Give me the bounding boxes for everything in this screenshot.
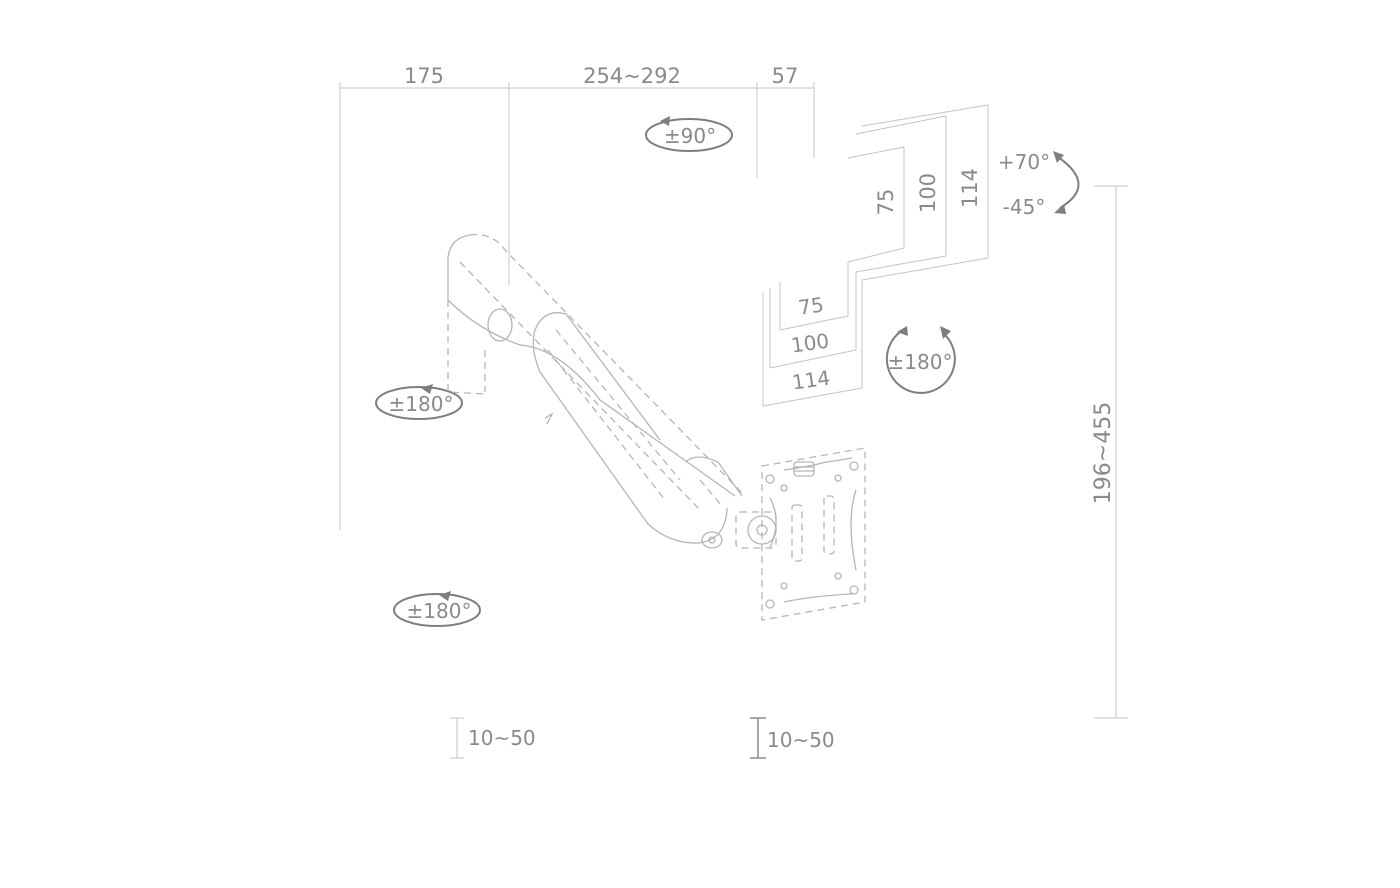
clamp-thickness-left-dimension [450,717,464,759]
tilt-down-label: -45° [1003,195,1046,219]
base-swivel-indicator [393,591,481,627]
vesa-horizontal-100-label: 100 [789,329,830,358]
arm-swivel-indicator [375,384,463,420]
vesa-horizontal-114-label: 114 [790,366,831,395]
vesa-vertical-114-label: 114 [958,168,982,208]
monitor-arm-drawing [447,233,777,549]
vesa-vertical-100-label: 100 [916,173,940,213]
swivel-90-label: ±90° [664,124,716,148]
dimension-label-175: 175 [404,64,444,88]
monitor-rotation-label: ±180° [888,350,953,374]
monitor-rotation-indicator [885,326,956,394]
arm-swivel-label: ±180° [389,392,454,416]
tilt-up-label: +70° [998,150,1050,174]
base-swivel-label: ±180° [407,599,472,623]
vesa-plate-drawing [761,447,866,621]
tilt-indicator [1053,151,1080,214]
height-range-dimension [1094,185,1128,719]
dimension-label-254-292: 254~292 [583,64,681,88]
clamp-thickness-right-label: 10~50 [767,728,835,752]
vesa-vertical-75-label: 75 [874,189,898,216]
height-range-label: 196~455 [1091,402,1116,504]
vesa-vertical-dimensions [847,104,989,281]
top-dimension-lines [339,82,815,530]
vesa-horizontal-dimensions [762,262,863,407]
dimension-label-57: 57 [772,64,799,88]
vesa-horizontal-75-label: 75 [797,292,826,319]
clamp-thickness-right-dimension [750,717,766,759]
clamp-thickness-left-label: 10~50 [468,726,536,750]
swivel-90-indicator [645,116,733,152]
